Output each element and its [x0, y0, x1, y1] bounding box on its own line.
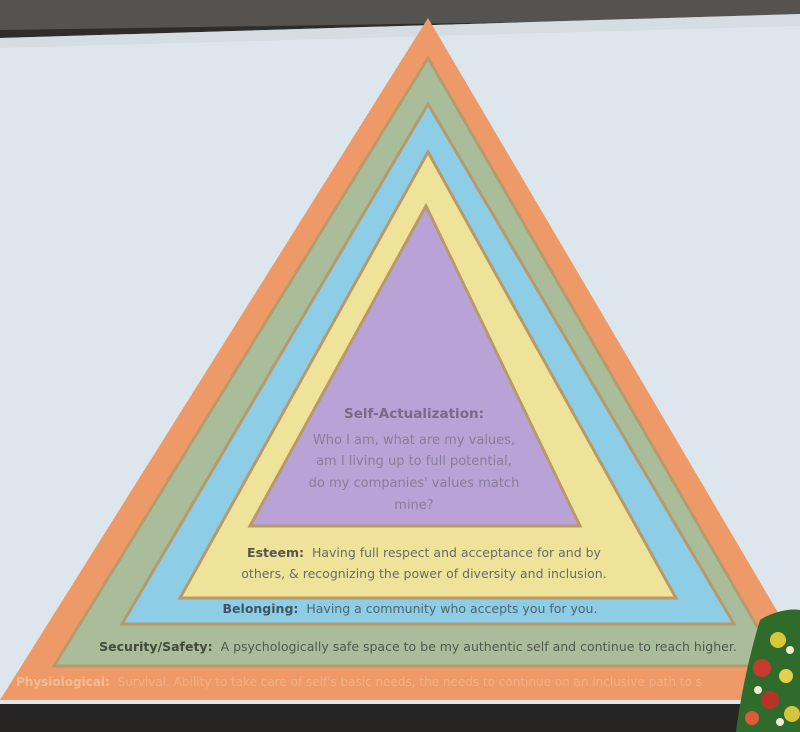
- belonging-title: Belonging:: [223, 601, 299, 616]
- esteem-line-2: others, & recognizing the power of diver…: [241, 566, 606, 581]
- belonging-text: Having a community who accepts you for y…: [306, 601, 597, 616]
- patterned-fabric: [736, 609, 800, 732]
- self-actualization-line-1: Who I am, what are my values,: [313, 433, 515, 448]
- belonging-line: Belonging: Having a community who accept…: [223, 601, 598, 616]
- physiological-title: Physiological:: [16, 675, 110, 689]
- security-line: Security/Safety: A psychologically safe …: [99, 639, 737, 654]
- layer-self-actualization: [247, 202, 583, 528]
- physiological-line: Physiological: Survival. Ability to take…: [16, 675, 702, 689]
- screen-top-shadow: [0, 14, 800, 48]
- self-actualization-title: Self-Actualization:: [344, 406, 484, 422]
- physiological-text: Survival. Ability to take care of self's…: [118, 675, 702, 689]
- security-text: A psychologically safe space to be my au…: [221, 639, 737, 654]
- self-actualization-line-2: am I living up to full potential,: [316, 454, 512, 469]
- self-actualization-line-3: do my companies' values match: [309, 476, 520, 491]
- ceiling: [0, 0, 800, 30]
- security-title: Security/Safety:: [99, 639, 212, 654]
- esteem-title: Esteem:: [247, 545, 304, 560]
- esteem-line-1: Esteem: Having full respect and acceptan…: [247, 545, 601, 560]
- self-actualization-line-4: mine?: [394, 498, 433, 513]
- floor-strip: [0, 704, 800, 732]
- esteem-text-1: Having full respect and acceptance for a…: [312, 545, 602, 560]
